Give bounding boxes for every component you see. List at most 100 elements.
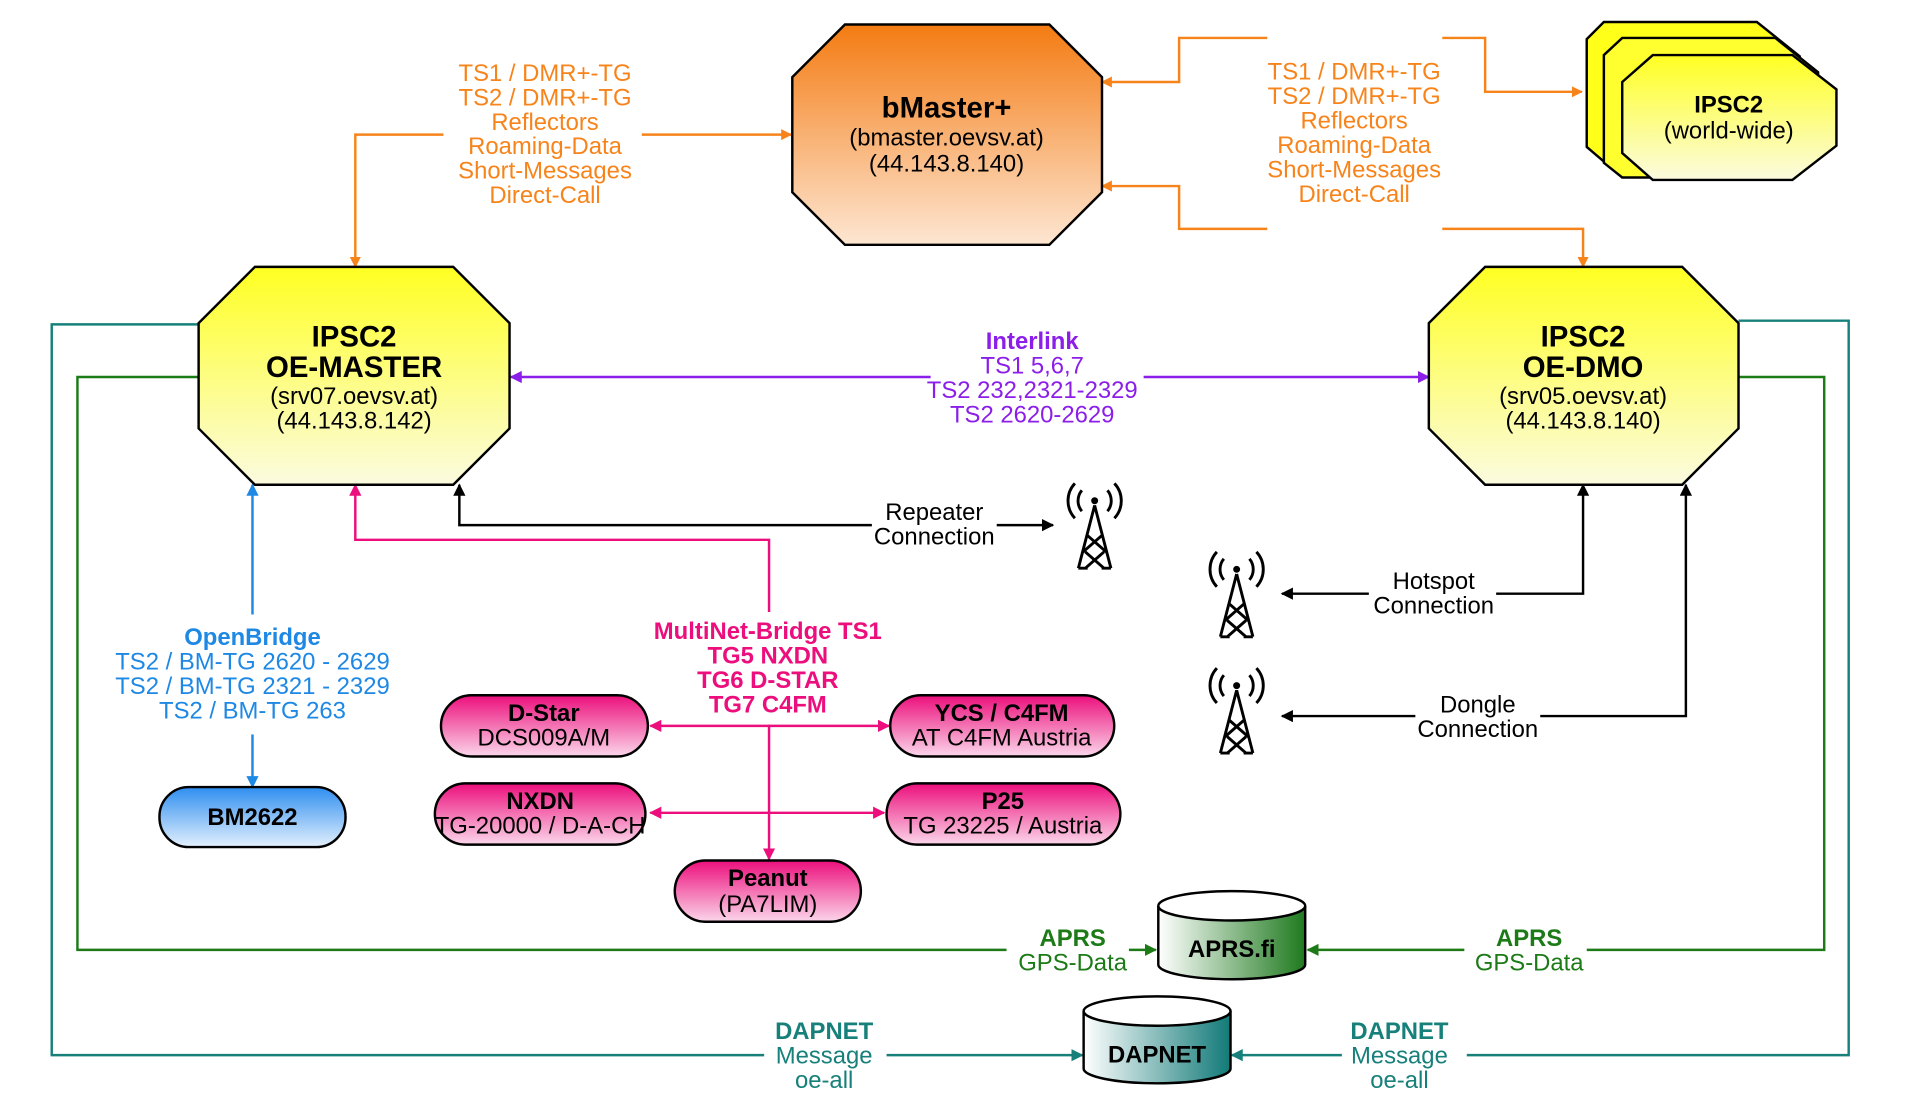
edge-dapnet-right xyxy=(1466,319,1850,1057)
orange-left-line: Short-Messages xyxy=(458,158,632,185)
node-oe-dmo[interactable]: IPSC2 OE-DMO (srv05.oevsv.at) (44.143.8.… xyxy=(1427,265,1740,486)
orange-right-line: Direct-Call xyxy=(1298,181,1409,208)
label-openbridge: OpenBridge TS2 / BM-TG 2620 - 2629 TS2 /… xyxy=(115,624,389,724)
node-oe-master[interactable]: IPSC2 OE-MASTER (srv07.oevsv.at) (44.143… xyxy=(197,265,511,486)
ipsc2-world-title: IPSC2 xyxy=(1694,92,1763,119)
dongle-line: Dongle xyxy=(1440,691,1516,718)
dapnet-right-title: DAPNET xyxy=(1350,1018,1449,1045)
interlink-line: TS2 232,2321-2329 xyxy=(927,377,1138,404)
aprs-left-title: APRS xyxy=(1039,925,1105,952)
peanut-sub: (PA7LIM) xyxy=(718,891,817,918)
orange-right-line: TS2 / DMR+-TG xyxy=(1268,83,1441,110)
dapnet-left-line: Message xyxy=(776,1043,873,1070)
node-p25[interactable]: P25 TG 23225 / Austria xyxy=(885,782,1122,846)
bm2622-title: BM2622 xyxy=(207,804,297,831)
dapnet-right-line: Message xyxy=(1351,1043,1448,1070)
repeater-line: Connection xyxy=(874,524,995,551)
edge-orange-right-top xyxy=(1100,36,1268,88)
label-repeater: Repeater Connection xyxy=(874,499,995,550)
edge-orange-right-bottom2 xyxy=(1442,227,1589,268)
dapnet-right-line: oe-all xyxy=(1370,1067,1428,1094)
interlink-line: TS2 2620-2629 xyxy=(950,401,1115,428)
bmaster-ip: (44.143.8.140) xyxy=(869,150,1024,177)
node-ycs[interactable]: YCS / C4FM AT C4FM Austria xyxy=(889,694,1116,758)
nxdn-sub: TG-20000 / D-A-CH xyxy=(435,813,646,840)
node-dstar[interactable]: D-Star DCS009A/M xyxy=(439,694,650,758)
oe-dmo-title1: IPSC2 xyxy=(1541,320,1626,353)
ycs-sub: AT C4FM Austria xyxy=(912,724,1092,751)
aprs-db-title: APRS.fi xyxy=(1188,936,1276,963)
orange-left-line: Reflectors xyxy=(491,109,598,136)
label-orange-left: TS1 / DMR+-TG TS2 / DMR+-TG Reflectors R… xyxy=(458,60,632,209)
multinet-line: MultiNet-Bridge TS1 xyxy=(654,618,882,645)
ycs-title: YCS / C4FM xyxy=(935,700,1069,727)
openbridge-title: OpenBridge xyxy=(184,624,321,651)
edge-dapnet-left xyxy=(50,323,765,1057)
interlink-title: Interlink xyxy=(986,328,1080,355)
label-interlink: Interlink TS1 5,6,7 TS2 232,2321-2329 TS… xyxy=(927,328,1138,428)
node-dapnet-db[interactable]: DAPNET xyxy=(1082,995,1232,1085)
repeater-line: Repeater xyxy=(885,499,983,526)
hotspot-line: Connection xyxy=(1373,592,1494,619)
orange-right-line: Reflectors xyxy=(1300,108,1407,135)
p25-sub: TG 23225 / Austria xyxy=(903,813,1103,840)
hotspot-line: Hotspot xyxy=(1393,568,1476,595)
label-aprs-left: APRS GPS-Data xyxy=(1018,925,1127,976)
label-orange-right: TS1 / DMR+-TG TS2 / DMR+-TG Reflectors R… xyxy=(1267,59,1441,208)
label-dapnet-right: DAPNET Message oe-all xyxy=(1350,1018,1449,1094)
node-aprs-db[interactable]: APRS.fi xyxy=(1157,889,1307,981)
edge-orange-right-top2 xyxy=(1442,36,1583,98)
dongle-line: Connection xyxy=(1417,716,1538,743)
label-dapnet-left: DAPNET Message oe-all xyxy=(775,1018,874,1094)
orange-left-line: Roaming-Data xyxy=(468,133,623,160)
node-peanut[interactable]: Peanut (PA7LIM) xyxy=(673,859,863,923)
antenna-tower-icon xyxy=(1208,550,1265,639)
edge-orange-right-bottom xyxy=(1100,180,1268,231)
ipsc2-world-sub: (world-wide) xyxy=(1664,117,1794,144)
dstar-title: D-Star xyxy=(508,700,580,727)
orange-left-line: Direct-Call xyxy=(489,182,600,209)
label-dongle: Dongle Connection xyxy=(1417,691,1538,742)
bmaster-title: bMaster+ xyxy=(882,92,1012,125)
edge-aprs-right xyxy=(1586,375,1826,952)
node-bm2622[interactable]: BM2622 xyxy=(158,785,347,849)
oe-master-ip: (44.143.8.142) xyxy=(276,407,431,434)
multinet-line: TG6 D-STAR xyxy=(697,667,838,694)
nxdn-title: NXDN xyxy=(506,788,574,815)
openbridge-line: TS2 / BM-TG 2321 - 2329 xyxy=(115,673,389,700)
interlink-line: TS1 5,6,7 xyxy=(980,352,1083,379)
orange-right-line: Short-Messages xyxy=(1267,156,1441,183)
node-nxdn[interactable]: NXDN TG-20000 / D-A-CH xyxy=(433,782,647,846)
peanut-title: Peanut xyxy=(728,865,808,892)
antenna-tower-icon xyxy=(1066,481,1123,570)
aprs-left-sub: GPS-Data xyxy=(1018,950,1127,977)
openbridge-line: TS2 / BM-TG 263 xyxy=(159,698,346,725)
node-bmaster[interactable]: bMaster+ (bmaster.oevsv.at) (44.143.8.14… xyxy=(791,23,1104,247)
database-cylinder-icon xyxy=(1082,995,1232,1085)
edges xyxy=(50,36,1850,1062)
orange-right-line: TS1 / DMR+-TG xyxy=(1268,59,1441,86)
aprs-right-title: APRS xyxy=(1496,925,1562,952)
multinet-line: TG7 C4FM xyxy=(709,691,827,718)
database-cylinder-icon xyxy=(1157,889,1307,981)
orange-right-line: Roaming-Data xyxy=(1277,132,1432,159)
openbridge-line: TS2 / BM-TG 2620 - 2629 xyxy=(115,649,389,676)
node-ipsc2-world[interactable]: IPSC2 (world-wide) xyxy=(1585,20,1838,182)
bmaster-host: (bmaster.oevsv.at) xyxy=(849,125,1043,152)
edge-repeater xyxy=(453,483,872,527)
oe-dmo-title2: OE-DMO xyxy=(1523,351,1644,384)
oe-dmo-ip: (44.143.8.140) xyxy=(1505,407,1660,434)
label-hotspot: Hotspot Connection xyxy=(1373,568,1494,619)
antenna-tower-icon xyxy=(1208,666,1265,755)
multinet-line: TG5 NXDN xyxy=(707,642,828,669)
label-multinet: MultiNet-Bridge TS1 TG5 NXDN TG6 D-STAR … xyxy=(654,618,882,718)
orange-left-line: TS1 / DMR+-TG xyxy=(459,60,632,87)
orange-left-line: TS2 / DMR+-TG xyxy=(459,84,632,111)
dapnet-db-title: DAPNET xyxy=(1108,1042,1207,1069)
dapnet-left-line: oe-all xyxy=(795,1067,853,1094)
edge-dongle-up xyxy=(1540,483,1692,718)
label-aprs-right: APRS GPS-Data xyxy=(1475,925,1584,976)
dstar-sub: DCS009A/M xyxy=(478,724,611,751)
edge-aprs-left xyxy=(76,375,1007,952)
